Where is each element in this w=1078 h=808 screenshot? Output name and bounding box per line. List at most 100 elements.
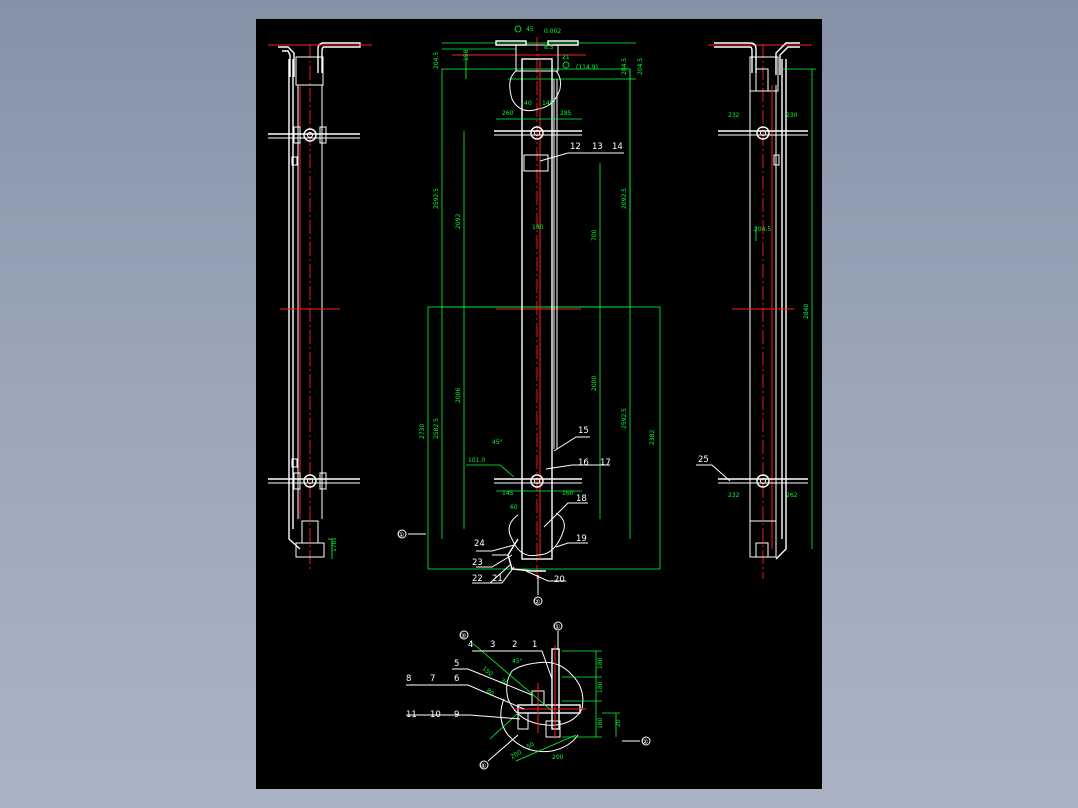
front-view-callouts-left: 24 23 22 21	[472, 539, 515, 584]
dim-label: 2592.5	[621, 408, 628, 429]
note-label: 45°	[492, 439, 503, 446]
callout-label: 21	[492, 574, 503, 584]
front-view: 204.5 2592.5 2092 2730 2006 2582.5 204.5…	[397, 25, 661, 606]
callout-label: 14	[612, 142, 623, 152]
drawing-sheet[interactable]: .w { stroke: #ffffff; stroke-width: 1; f…	[256, 19, 822, 789]
left-view-dim-170: 170	[331, 540, 338, 552]
front-view-upper-pivot	[530, 126, 544, 140]
left-view-side-tab-2	[291, 458, 298, 468]
callout-label: 5	[454, 659, 459, 669]
left-view-side-tab	[291, 156, 298, 166]
section-marker-label: ①	[398, 531, 404, 539]
dim-label: 204.5	[754, 226, 771, 233]
dim-label: 204.5	[637, 58, 644, 75]
callout-label: 11	[406, 710, 417, 720]
front-view-top-bracket	[515, 44, 559, 72]
dim-label: 200	[510, 749, 524, 761]
right-view-lower-pivot	[756, 474, 770, 488]
dim-label: 232	[728, 112, 740, 119]
front-view-bottom-curve	[508, 512, 565, 557]
dim-label: 204.5	[621, 58, 628, 75]
callout-label: 16	[578, 458, 589, 468]
callout-label: 10	[430, 710, 441, 720]
section-marker-label: ②	[534, 598, 540, 606]
dim-label: 700	[591, 229, 598, 241]
left-view-upper-lug-2	[319, 126, 327, 144]
callout-label: 12	[570, 142, 581, 152]
dim-label: 50	[526, 741, 536, 751]
left-view-upper-pivot	[303, 128, 317, 142]
callout-label: 8	[406, 674, 411, 684]
front-view-dim-frame-upper	[441, 68, 631, 308]
dim-label: 21	[562, 54, 570, 61]
front-view-section-marker-2[interactable]: ②	[533, 575, 543, 606]
dim-label: 180	[597, 657, 604, 669]
dim-label: 45	[526, 26, 534, 33]
right-view-top-hook	[714, 42, 757, 73]
callout-label: 9	[454, 710, 459, 720]
right-side-view: 232 230 2840 204.5 232 262 25	[696, 42, 816, 579]
dim-label: 2092.5	[621, 188, 628, 209]
callout-label: 1	[532, 640, 537, 650]
callout-label: 20	[554, 575, 565, 585]
section-marker-label: ①	[554, 623, 560, 631]
dim-label: 2382	[649, 430, 656, 445]
callout-label: 2	[512, 640, 517, 650]
callout-label: 6	[454, 674, 459, 684]
dim-label: 200	[552, 754, 564, 761]
dim-label: 0.002	[544, 28, 561, 35]
left-view-foot-plate	[295, 542, 325, 558]
dim-label: (114.9)	[576, 64, 598, 71]
section-marker-label: ③	[460, 632, 466, 640]
left-view-lower-pivot	[303, 474, 317, 488]
detail-section-marker-4[interactable]: ④	[479, 734, 519, 770]
dim-label: 180	[597, 681, 604, 693]
detail-view: 180 180 180 20 150 30 45° 80 200 50 200 …	[406, 621, 651, 770]
dim-label: 150	[481, 665, 494, 678]
front-view-column	[521, 58, 553, 560]
left-view-lower-pivot-inner	[307, 478, 313, 484]
detail-section-marker-3[interactable]: ③	[459, 630, 469, 640]
detail-section-marker-1[interactable]: ①	[553, 621, 563, 649]
callout-label: 22	[472, 574, 483, 584]
dim-label: 2000	[591, 376, 598, 391]
dim-label: 2006	[455, 388, 462, 403]
callout-label: 4	[468, 640, 473, 650]
front-view-dim-frame-lower	[427, 306, 661, 570]
left-view-upper-lug	[293, 126, 301, 144]
callout-label: 24	[474, 539, 485, 549]
dim-label: 30	[499, 677, 509, 687]
dim-label: 2730	[419, 424, 426, 439]
right-view-upper-pivot	[756, 126, 770, 140]
right-view-top-block	[749, 56, 779, 92]
section-marker-label: ④	[480, 762, 486, 770]
left-view-lower-lug	[293, 472, 301, 490]
left-side-view: 170	[268, 42, 372, 569]
callout-label: 7	[430, 674, 435, 684]
detail-section-marker-2[interactable]: ②	[622, 736, 651, 746]
dim-label: 160	[562, 490, 574, 497]
note-label: 101.0	[468, 457, 485, 464]
dim-label: 2582.5	[433, 418, 440, 439]
callout-label: 17	[600, 458, 611, 468]
left-view-top-hook	[278, 46, 295, 77]
front-view-lower-pivot	[530, 474, 544, 488]
left-view-top-hook-right	[317, 42, 361, 73]
callout-label: 19	[576, 534, 587, 544]
dim-label: 204.5	[433, 52, 440, 69]
dim-label: 2592.5	[433, 188, 440, 209]
dim-label: 232	[728, 492, 740, 499]
dim-label: 2092	[455, 214, 462, 229]
dim-label: 285	[560, 110, 572, 117]
dim-label: 180	[597, 717, 604, 729]
left-view-lower-lug-2	[319, 472, 327, 490]
left-view-body-top-block	[295, 56, 324, 86]
dim-label: 20	[615, 719, 622, 727]
dim-label: 80	[485, 687, 495, 697]
technical-drawing: .w { stroke: #ffffff; stroke-width: 1; f…	[268, 25, 816, 770]
dim-label: 145	[542, 100, 554, 107]
callout-label: 23	[472, 558, 483, 568]
left-view-bottom-bend	[288, 529, 301, 550]
front-view-section-marker-1[interactable]: ①	[397, 529, 426, 539]
